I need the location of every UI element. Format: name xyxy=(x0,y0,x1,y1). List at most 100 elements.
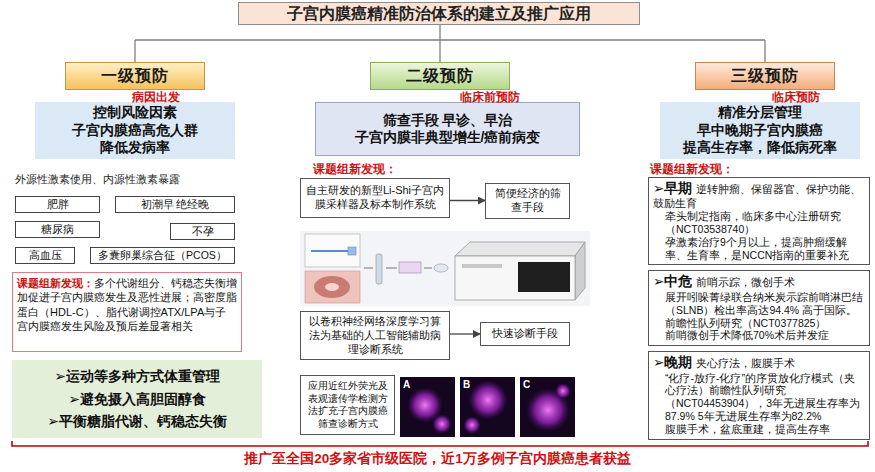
device-slot xyxy=(462,264,502,268)
result-box: 快速诊断手段 xyxy=(480,322,570,346)
node-text: 简便经济的筛查手段 xyxy=(490,187,565,215)
risk-factor-box: 多囊卵巢综合征（PCOS） xyxy=(90,247,235,264)
node-text: ➢避免摄入高胆固醇食 xyxy=(68,388,206,410)
fluorescence-signal xyxy=(463,416,481,434)
panel-letter: B xyxy=(463,379,470,390)
node-text: 多囊卵巢综合征（PCOS） xyxy=(98,249,227,262)
risk-factor-box: 糖尿病 xyxy=(15,221,100,238)
device-panel xyxy=(518,262,570,292)
stage-header: 一级预防 xyxy=(65,62,205,90)
fluorescence-image xyxy=(460,377,515,437)
finding-box: 课题组新发现：多个代谢组分、钙稳态失衡增加促进子宫内膜癌发生及恶性进展；高密度脂… xyxy=(12,272,242,352)
stage-header: 三级预防 xyxy=(695,62,835,90)
node-text: ➢中危 xyxy=(653,274,692,289)
group-heading: 外源性激素使用、内源性激素暴露 xyxy=(15,172,180,186)
fluorescence-signal xyxy=(555,383,571,399)
risk-level-box: ➢晚期夹心疗法，腹膜手术“化疗-放疗-化疗”的序贯放化疗模式（夹心疗法）前瞻性队… xyxy=(648,351,870,439)
node-text: 肥胖 xyxy=(47,198,69,211)
measure-box: ➢运动等多种方式体重管理➢避免摄入高胆固醇食➢平衡糖脂代谢、钙稳态失衡 xyxy=(12,360,262,438)
node-text: 精准分层管理 早中晚期子宫内膜癌 提高生存率，降低病死率 xyxy=(664,104,856,157)
goal-box: 筛查手段 早诊、早治 子宫内膜非典型增生/癌前病变 xyxy=(315,102,580,156)
bracket-line xyxy=(135,25,765,62)
risk-factor-box: 肥胖 xyxy=(15,196,100,213)
method-box: 应用近红外荧光及表观遗传学检测方法扩充子宫内膜癌筛查诊断方式 xyxy=(300,375,395,435)
result-box: 简便经济的筛查手段 xyxy=(485,183,570,219)
arrow-connector xyxy=(450,333,480,334)
text-line: ➢中危前哨示踪，微创手术 xyxy=(653,274,865,290)
glass-slide xyxy=(399,262,421,273)
node-text: 牵头制定指南，临床多中心注册研究（NCT03538740） xyxy=(653,210,865,236)
node-text: 不孕 xyxy=(192,225,214,238)
node-text: 以卷积神经网络深度学习算法为基础的人工智能辅助病理诊断系统 xyxy=(305,315,445,356)
node-text: 孕激素治疗9个月以上，提高肿瘤缓解率、生育率，是NCCN指南的重要补充 xyxy=(653,236,865,262)
risk-level-box: ➢中危前哨示踪，微创手术展开吲哚菁绿联合纳米炭示踪前哨淋巴结（SLNB）检出率高… xyxy=(648,270,870,346)
goal-box: 精准分层管理 早中晚期子宫内膜癌 提高生存率，降低病死率 xyxy=(660,102,860,159)
sampler-tip xyxy=(348,247,356,255)
goal-box: 控制风险因素 子宫内膜癌高危人群 降低发病率 xyxy=(35,102,235,159)
device-front xyxy=(455,256,575,300)
node-text: 前哨示踪，微创手术 xyxy=(696,276,795,288)
arrow-connector xyxy=(450,200,485,201)
risk-factor-box: 高血压 xyxy=(15,247,75,264)
node-text: “化疗-放疗-化疗”的序贯放化疗模式（夹心疗法）前瞻性队列研究（NCT04453… xyxy=(653,372,865,423)
fluorescence-image xyxy=(400,377,455,437)
node-text: ➢平衡糖脂代谢、钙稳态失衡 xyxy=(47,410,227,432)
node-text: 腹膜手术，盆底重建，提高生存率 xyxy=(653,423,865,436)
text-line: 课题组新发现：多个代谢组分、钙稳态失衡增加促进子宫内膜癌发生及恶性进展；高密度脂… xyxy=(17,276,237,333)
panel-letter: C xyxy=(523,379,530,390)
fluorescence-signal xyxy=(468,380,508,420)
device-side xyxy=(575,242,585,300)
node-text: 控制风险因素 子宫内膜癌高危人群 降低发病率 xyxy=(39,104,231,157)
stage-tag: 临床预防 xyxy=(772,91,820,103)
device-top xyxy=(455,242,585,256)
caption-text: 推广至全国20多家省市级医院，近1万多例子宫内膜癌患者获益 xyxy=(0,450,875,467)
node-text: 应用近红外荧光及表观遗传学检测方法扩充子宫内膜癌筛查诊断方式 xyxy=(305,380,390,430)
uterus-photo xyxy=(305,271,360,303)
node-text: ➢运动等多种方式体重管理 xyxy=(54,365,220,387)
node-text: 展开吲哚菁绿联合纳米炭示踪前哨淋巴结（SLNB）检出率高达94.4% 高于国际。… xyxy=(653,291,865,329)
stage-tag: 病因出发 xyxy=(132,91,180,103)
node-text: 初潮早 绝经晚 xyxy=(141,198,210,211)
fluorescence-image xyxy=(520,377,575,437)
section-heading: 课题组新发现： xyxy=(313,162,397,176)
panel-letter: A xyxy=(403,379,410,390)
diagram-title: 子宫内膜癌精准防治体系的建立及推广应用 xyxy=(238,2,640,25)
flow-line xyxy=(424,268,432,269)
node-text: ➢晚期 xyxy=(653,355,692,370)
bracket-line xyxy=(12,441,868,446)
culture-dish xyxy=(434,264,448,272)
risk-factor-box: 不孕 xyxy=(170,223,235,240)
section-heading: 课题组新发现： xyxy=(650,162,734,176)
flow-line xyxy=(364,268,373,269)
node-text: 糖尿病 xyxy=(41,223,74,236)
node-text: 二级预防 xyxy=(406,66,474,87)
node-text: 高血压 xyxy=(29,249,62,262)
risk-level-box: ➢早期逆转肿瘤、保留器官、保护功能、鼓励生育牵头制定指南，临床多中心注册研究（N… xyxy=(648,177,870,265)
node-text: 一级预防 xyxy=(101,66,169,87)
fluorescence-signal xyxy=(432,414,452,434)
node-text: 三级预防 xyxy=(731,66,799,87)
uterus-shape xyxy=(314,276,350,298)
flow-line xyxy=(386,268,397,269)
stage-tag: 临床前预防 xyxy=(460,91,520,103)
sampler-brush xyxy=(311,250,350,252)
node-text: 课题组新发现： xyxy=(17,277,94,289)
sample-tube xyxy=(376,254,382,284)
method-box: 自主研发的新型Li-Shi子宫内膜采样器及标本制作系统 xyxy=(300,178,450,218)
node-text: 快速诊断手段 xyxy=(492,327,558,341)
uterus-cavity xyxy=(325,283,339,291)
text-line: ➢晚期夹心疗法，腹膜手术 xyxy=(653,355,865,371)
node-text: 夹心疗法，腹膜手术 xyxy=(696,357,795,369)
method-box: 以卷积神经网络深度学习算法为基础的人工智能辅助病理诊断系统 xyxy=(300,311,450,360)
node-text: 前哨微创手术降低70%术后并发症 xyxy=(653,329,865,342)
stage-header: 二级预防 xyxy=(370,62,510,90)
node-text: 筛查手段 早诊、早治 子宫内膜非典型增生/癌前病变 xyxy=(320,112,575,147)
node-text: ➢早期 xyxy=(653,181,692,196)
sampler-photo xyxy=(305,234,360,267)
text-line: ➢早期逆转肿瘤、保留器官、保护功能、鼓励生育 xyxy=(653,181,865,210)
illustration-ground xyxy=(300,231,590,306)
node-text: 自主研发的新型Li-Shi子宫内膜采样器及标本制作系统 xyxy=(305,184,445,212)
risk-factor-box: 初潮早 绝经晚 xyxy=(115,196,235,213)
